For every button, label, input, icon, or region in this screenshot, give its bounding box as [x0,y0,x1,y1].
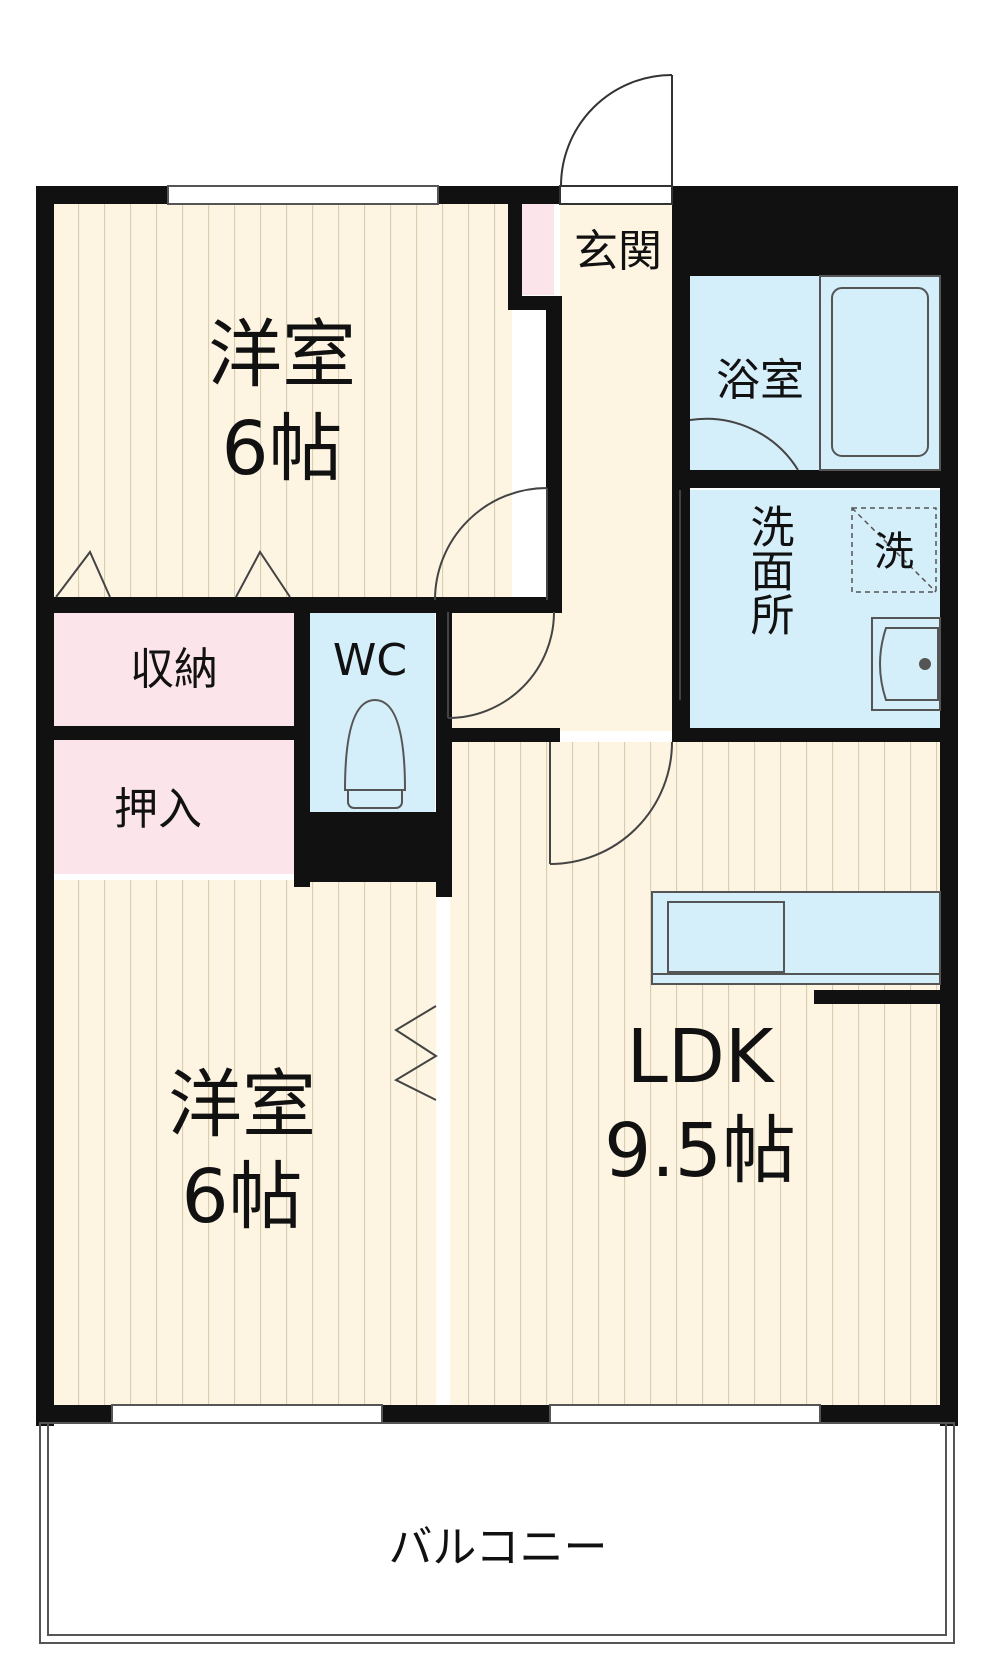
toilet-label: WC [333,635,407,686]
front-door [559,74,673,205]
entrance-tile [522,203,554,295]
bathtub [819,275,941,471]
kitchen-counter [651,891,941,985]
windows [111,185,821,1424]
closet-label: 押入 [114,784,202,835]
washing-machine-spot [851,507,937,593]
toilet-bowl [343,698,407,809]
west-north-room-name: 洋室 [208,312,356,398]
entrance-floor [560,203,672,307]
closet-floor [54,740,294,874]
balcony-label: バルコニー [388,1522,607,1573]
wash-basin [871,617,941,711]
storage-label: 収納 [130,644,218,695]
ldk-size: 9.5帖 [604,1108,796,1194]
west-south-room-size: 6帖 [181,1154,302,1240]
entrance-label: 玄関 [574,226,662,277]
west-south-room-name: 洋室 [168,1062,316,1148]
west-north-room-floor [54,203,512,597]
balcony [39,1422,955,1644]
door-swings [55,417,799,1101]
washroom-label: 洗面所 [743,504,794,636]
ldk-floor [450,742,940,1405]
west-south-room-floor [54,880,436,1405]
washer-label: 洗 [874,529,914,575]
storage-floor [54,612,294,726]
west-north-room-size: 6帖 [221,406,342,492]
ldk-name: LDK [627,1014,776,1100]
bathroom-label: 浴室 [716,355,804,406]
